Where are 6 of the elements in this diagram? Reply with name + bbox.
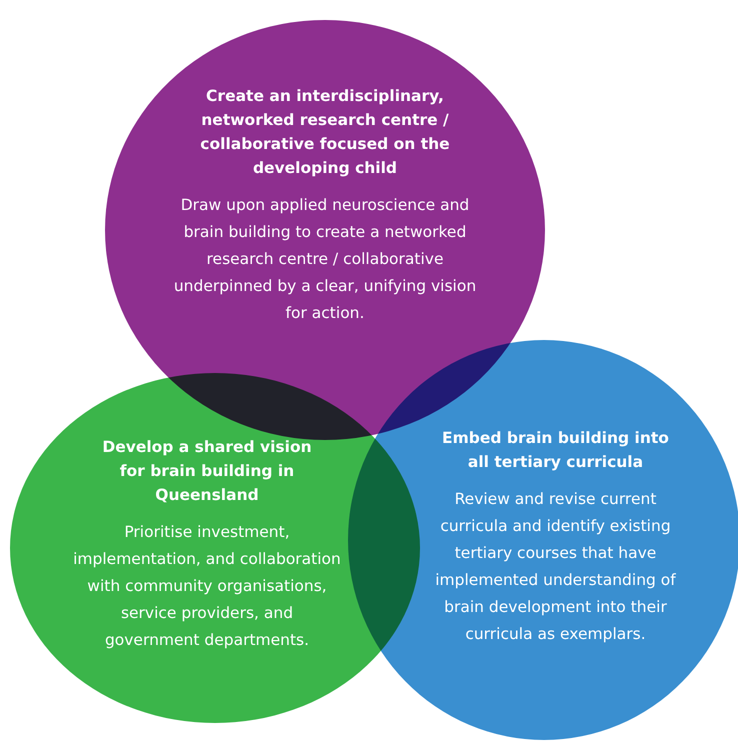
description: Prioritise investment, implementation, and collaboration with community organisations, service providers, and government departments.	[72, 522, 342, 651]
heading: Embed brain building into all tertiary curricula	[441, 428, 670, 473]
heading: Create an interdisciplinary, networked research centre / collaborative focused on the developing child	[199, 86, 451, 179]
heading: Develop a shared vision for brain building in Queensland	[101, 437, 313, 506]
description: Review and revise current curricula and identify existing tertiary courses that have implemented understanding of brain development into their curricula as exemplars.	[434, 489, 677, 645]
description: Draw upon applied neuroscience and brain building to create a networked research centre / collaborative underpinned by a clear, unifying vision for action.	[172, 195, 478, 324]
